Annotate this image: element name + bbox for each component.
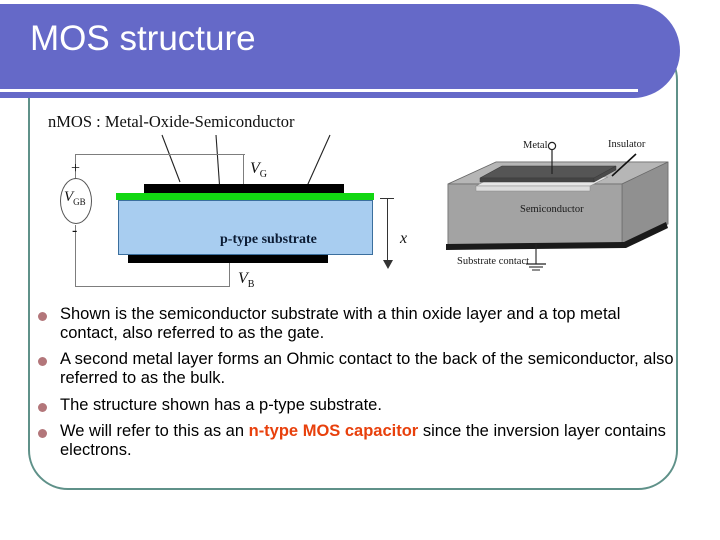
nmos-cross-section-diagram: nMOS : Metal-Oxide-Semiconductor VGB + -… [40,112,420,302]
x-axis-arrowhead [383,260,393,269]
mos-3d-shapes [446,141,669,271]
wire-bottom [75,286,230,288]
list-item: We will refer to this as an n-type MOS c… [38,422,678,460]
bullet-marker-icon [38,402,47,412]
p-type-substrate-block [118,200,373,255]
mos-3d-illustration: Metal Insulator Semiconductor Substrate … [440,132,675,282]
list-item: The structure shown has a p-type substra… [38,396,678,415]
semiconductor-label: Semiconductor [520,204,584,215]
wire-gate-drop [243,154,245,185]
x-axis-label: x [400,230,408,247]
bullet-text: A second metal layer forms an Ohmic cont… [60,350,678,388]
bullet-highlight-term: n-type MOS capacitor [248,421,419,440]
wire-left-upper [75,154,77,179]
oxide-layer-block [116,193,374,200]
wire-bulk-rise [229,263,231,287]
list-item: A second metal layer forms an Ohmic cont… [38,350,678,388]
bullet-marker-icon [38,312,47,321]
banner-divider-line [0,89,638,92]
bulk-metal-block [128,255,328,263]
polarity-plus-label: + [71,160,81,177]
voltage-source-label: VGB [64,189,86,207]
list-item: Shown is the semiconductor substrate wit… [38,305,678,343]
bulk-voltage-label: VB [238,270,255,291]
title-banner [0,4,680,98]
bullet-text-post: since the inversion layer contains elect… [60,421,666,459]
bullet-text-pre: The structure shown has a p-type substra… [60,395,382,414]
wire-top [75,154,245,156]
page-title: MOS structure [30,19,256,58]
bullet-text: Shown is the semiconductor substrate wit… [60,305,678,343]
bullet-list: Shown is the semiconductor substrate wit… [38,305,678,467]
diagram-caption: nMOS : Metal-Oxide-Semiconductor [48,112,295,131]
polarity-minus-label: - [72,222,78,239]
wire-left-lower [75,225,77,287]
bullet-text-pre: A second metal layer forms an Ohmic cont… [60,350,674,388]
x-axis-line [387,198,389,262]
gate-metal-block [144,184,344,193]
bullet-text-pre: Shown is the semiconductor substrate wit… [60,305,621,343]
insulator-label: Insulator [608,139,646,150]
substrate-label: p-type substrate [220,232,317,247]
metal-label: Metal [523,140,548,151]
bullet-text: We will refer to this as an n-type MOS c… [60,422,678,460]
bullet-text-pre: We will refer to this as an [60,421,249,440]
bullet-marker-icon [38,428,47,438]
bullet-marker-icon [38,357,47,367]
gate-voltage-label: VG [250,160,268,181]
bullet-text: The structure shown has a p-type substra… [60,396,382,415]
substrate-contact-label: Substrate contact [457,256,530,267]
voltage-source-symbol [60,178,92,224]
